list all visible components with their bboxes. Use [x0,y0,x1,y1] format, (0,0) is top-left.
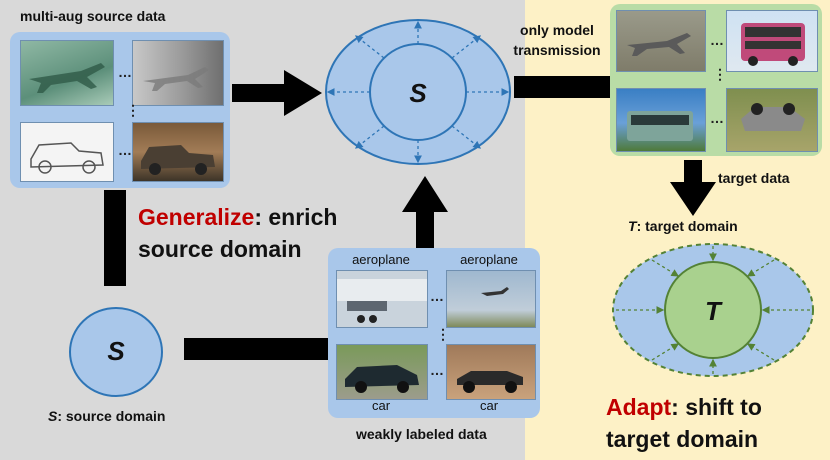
augmented-airplane-image [20,40,114,106]
target-domain-title: T: target domain [628,218,738,234]
weak-aeroplane-image-2 [446,270,536,328]
center-model-symbol: S [409,78,427,108]
vertical-ellipsis-icon: ⋮ [126,102,140,118]
ellipsis-icon: … [430,288,444,304]
vertical-ellipsis-icon: ⋮ [436,326,450,342]
arrow-right-icon [232,70,322,116]
ellipsis-icon: … [118,64,132,80]
augmented-airplane-image-2 [132,40,224,106]
center-model-diagram [325,19,511,165]
adapt-keyword: Adapt [606,394,672,420]
arrow-up-icon [402,176,448,252]
target-domain-title-text: : target domain [636,218,738,234]
source-domain-caption-symbol: S [48,408,58,424]
target-overturned-car-image [726,88,818,152]
ellipsis-icon: … [710,32,724,48]
adapt-line1: Adapt: shift to [606,392,762,422]
source-data-panel: … ⋮ … [10,32,230,188]
augmented-truck-texture-image [132,122,224,182]
transmission-label-line1: only model [520,22,594,38]
target-domain-diagram [612,243,814,377]
source-domain-caption: S: source domain [48,408,165,424]
weak-car-image-1 [336,344,428,400]
weak-label-aeroplane-1: aeroplane [352,252,410,267]
weak-label-car-2: car [479,398,499,413]
source-domain-symbol: S [107,336,125,366]
target-domain-symbol: T [705,296,721,326]
source-panel-title: multi-aug source data [20,8,166,24]
arrow-down-icon [670,160,716,216]
target-domain-title-symbol: T [628,218,637,234]
source-domain-caption-text: : source domain [57,408,166,424]
source-to-weak-connector [184,338,330,360]
transmission-label-line2: transmission [513,42,601,58]
target-airplane-image [616,10,706,72]
weak-aeroplane-image-1 [336,270,428,328]
weak-label-car-1: car [371,398,391,413]
target-bus-image [726,10,818,72]
target-abandoned-bus-image [616,88,706,152]
weak-car-image-2 [446,344,536,400]
transmission-connector [514,76,610,98]
source-vertical-connector [104,190,126,286]
adapt-rest: : shift to [671,394,762,420]
ellipsis-icon: … [118,142,132,158]
weak-label-aeroplane-2: aeroplane [460,252,518,267]
generalize-line2: source domain [138,236,302,262]
generalize-keyword: Generalize [138,204,255,230]
generalize-line1: Generalize: enrich [138,202,337,232]
target-data-panel: … ⋮ … [610,4,822,156]
generalize-rest: : enrich [254,204,338,230]
augmented-truck-sketch-image [20,122,114,182]
target-data-caption: target data [718,170,790,186]
weakly-labeled-panel: aeroplane aeroplane … ⋮ … car car [328,248,540,418]
vertical-ellipsis-icon: ⋮ [713,66,727,82]
ellipsis-icon: … [710,110,724,126]
adapt-line2: target domain [606,426,759,452]
weak-panel-caption: weakly labeled data [356,426,487,442]
source-domain-circle [69,307,163,397]
ellipsis-icon: … [430,362,444,378]
